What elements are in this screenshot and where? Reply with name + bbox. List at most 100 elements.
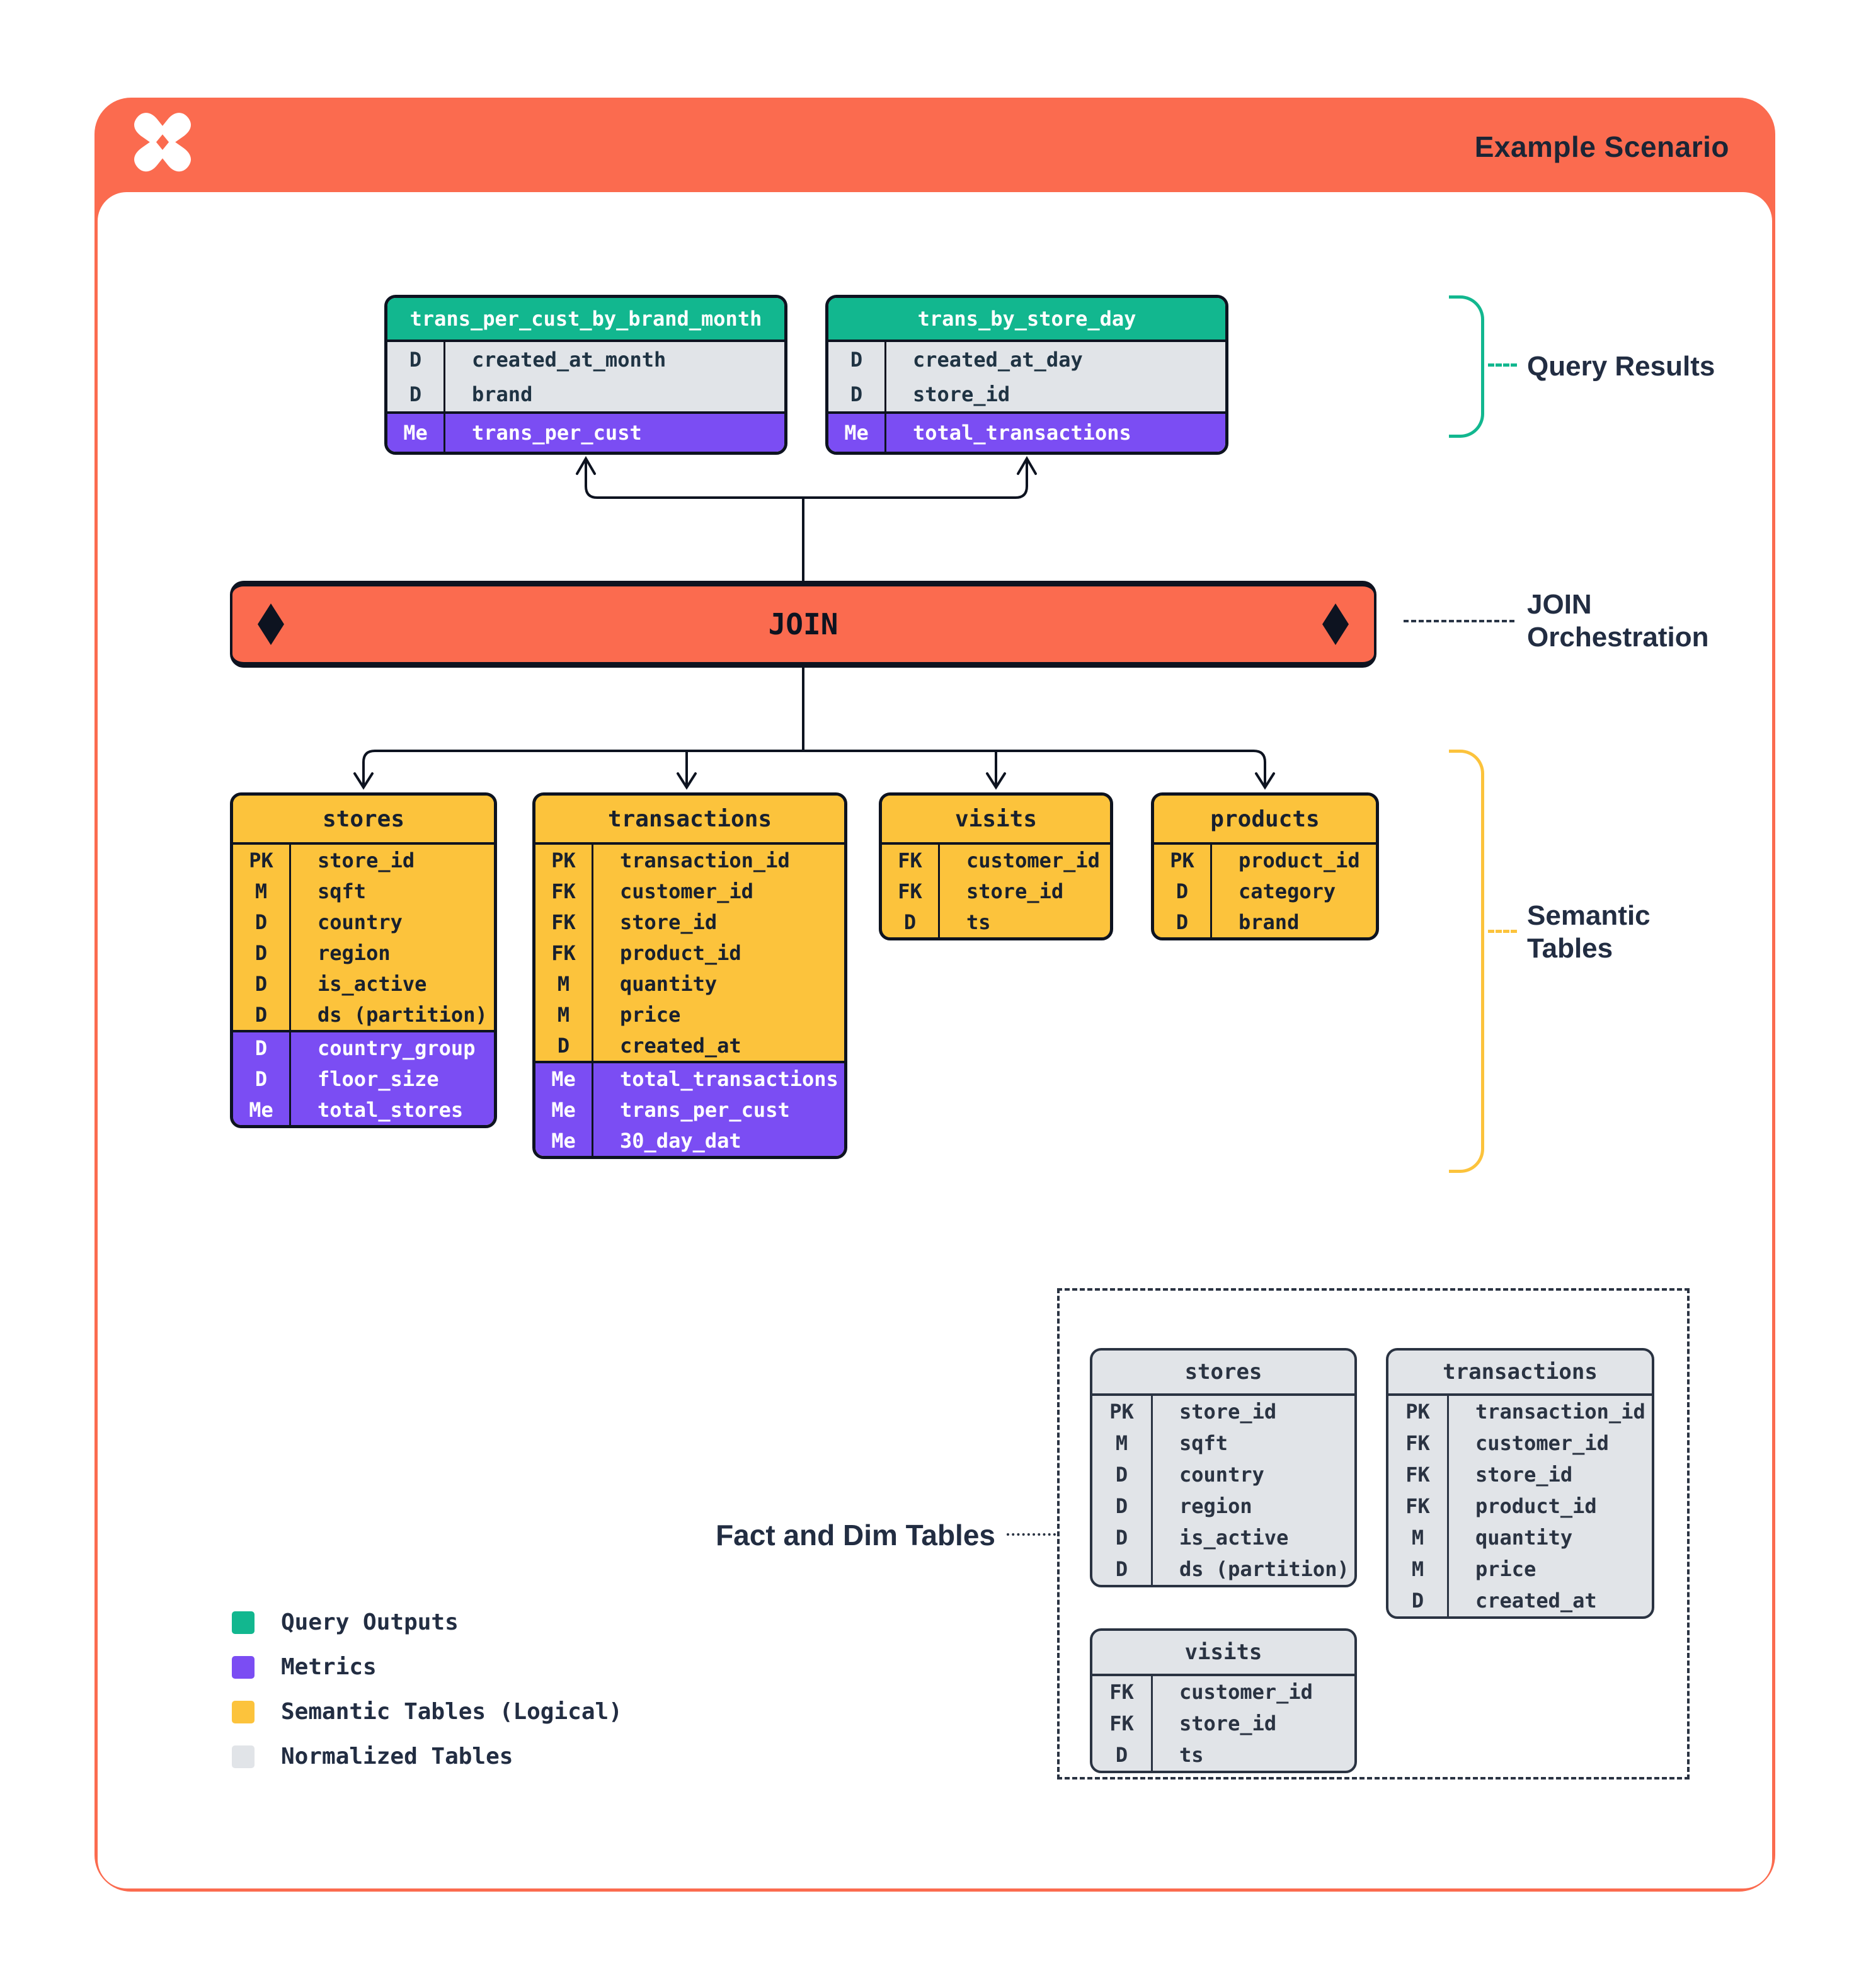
key-label: D: [828, 377, 886, 411]
column-name: floor_size: [318, 1066, 439, 1091]
column-name: price: [1475, 1557, 1536, 1581]
key-label: Me: [387, 414, 445, 452]
key-label: D: [233, 999, 291, 1030]
column-name: country: [1179, 1463, 1264, 1487]
key-label: Me: [535, 1063, 593, 1094]
column-name: created_at: [620, 1033, 741, 1058]
column-name: ts: [966, 910, 991, 934]
join-orchestration-label-line1: JOIN: [1527, 589, 1592, 620]
key-label: D: [1092, 1522, 1153, 1553]
semantic-tables-label-line2: Tables: [1527, 933, 1613, 964]
key-label: M: [1388, 1553, 1449, 1585]
table-title: visits: [1092, 1631, 1354, 1676]
table-title: stores: [233, 796, 494, 845]
query-table-trans-by-store-day: trans_by_store_day D created_at_day D st…: [825, 295, 1228, 455]
table-row: Me total_transactions: [535, 1063, 844, 1094]
table-title: visits: [882, 796, 1110, 845]
query-results-label: Query Results: [1527, 351, 1715, 382]
key-label: D: [1154, 906, 1212, 937]
fact-dim-tables-box: [1057, 1288, 1690, 1779]
key-label: FK: [1388, 1459, 1449, 1490]
table-row: D brand: [387, 377, 784, 411]
key-label: FK: [1388, 1490, 1449, 1522]
metrics-swatch-icon: [232, 1655, 255, 1679]
metrics-section: Me total_transactions: [828, 411, 1225, 452]
key-label: M: [535, 999, 593, 1030]
query-results-bracket: [1449, 295, 1484, 438]
semantic-tables-label-line1: Semantic: [1527, 900, 1651, 931]
key-label: FK: [1388, 1427, 1449, 1459]
join-orchestration-label: JOIN Orchestration: [1527, 588, 1709, 654]
brand-pinwheel-x-icon: [127, 107, 198, 181]
key-label: D: [233, 1032, 291, 1063]
key-label: PK: [233, 845, 291, 876]
join-orchestration-connector: [1404, 620, 1514, 622]
column-name: store_id: [913, 382, 1010, 406]
key-label: M: [1092, 1427, 1153, 1459]
key-label: Me: [535, 1094, 593, 1125]
column-name: customer_id: [1475, 1431, 1609, 1455]
column-name: ts: [1179, 1743, 1204, 1767]
legend-label: Semantic Tables (Logical): [281, 1699, 622, 1725]
column-name: store_id: [1179, 1711, 1277, 1735]
column-name: created_at_day: [913, 347, 1083, 372]
semantic-tables-bracket: [1449, 750, 1484, 1173]
normalized-tables-swatch-icon: [232, 1745, 255, 1768]
table-row: Me trans_per_cust: [387, 414, 784, 452]
column-name: trans_per_cust: [472, 421, 642, 445]
table-row: D store_id: [828, 377, 1225, 411]
column-name: quantity: [1475, 1526, 1573, 1550]
column-name: product_id: [620, 940, 741, 965]
key-label: D: [1092, 1739, 1153, 1771]
key-label: D: [233, 1063, 291, 1094]
query-outputs-swatch-icon: [232, 1611, 255, 1634]
key-label: PK: [1388, 1396, 1449, 1427]
legend-item-normalized-tables: Normalized Tables: [232, 1734, 622, 1779]
key-label: FK: [882, 845, 940, 876]
column-name: country_group: [318, 1036, 476, 1060]
metrics-section: Me trans_per_cust: [387, 411, 784, 452]
key-label: D: [1154, 876, 1212, 906]
table-row: D created_at_day: [828, 342, 1225, 377]
table-title: trans_per_cust_by_brand_month: [387, 298, 784, 342]
fact-dim-connector: [1007, 1533, 1056, 1536]
key-label: D: [1092, 1490, 1153, 1522]
column-name: brand: [1239, 910, 1300, 934]
join-orchestration-bar: JOIN: [230, 581, 1376, 668]
column-name: sqft: [318, 879, 367, 903]
key-label: D: [233, 937, 291, 968]
column-name: transaction_id: [620, 848, 790, 872]
key-label: Me: [828, 414, 886, 452]
column-name: customer_id: [1179, 1680, 1313, 1704]
column-name: product_id: [1239, 848, 1360, 872]
page-title: Example Scenario: [1474, 130, 1729, 163]
key-label: M: [233, 876, 291, 906]
column-name: store_id: [1179, 1400, 1277, 1424]
column-name: total_transactions: [620, 1066, 838, 1091]
